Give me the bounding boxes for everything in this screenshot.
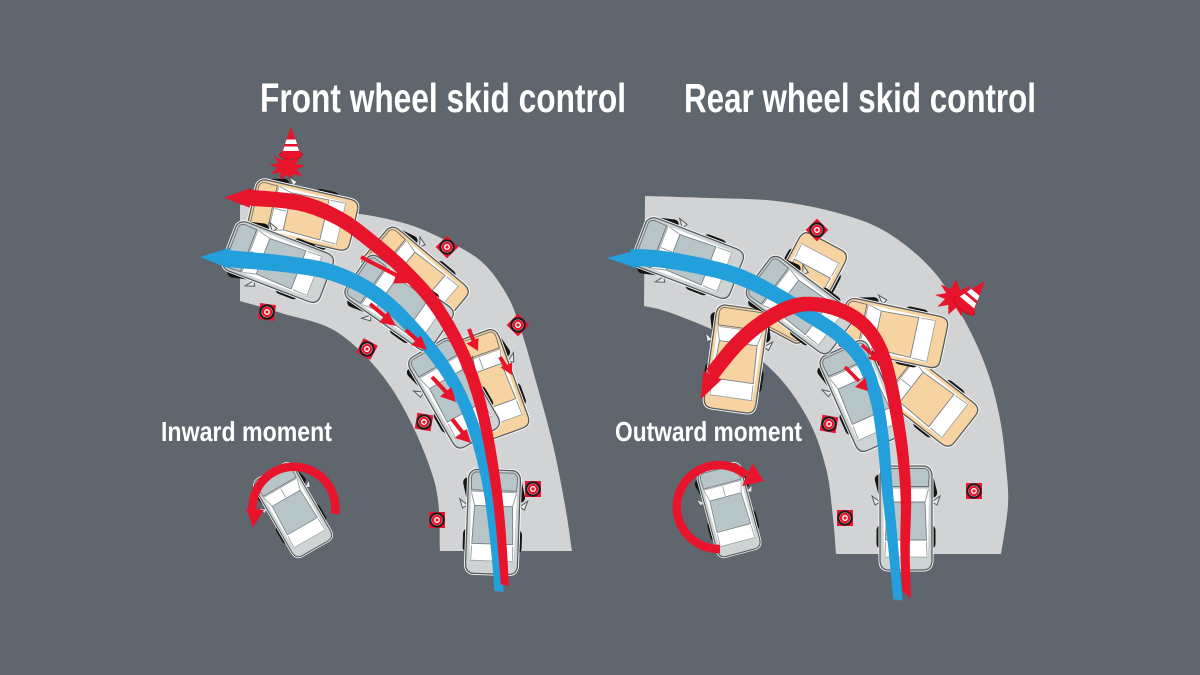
svg-text:Outward moment: Outward moment [615,416,802,447]
svg-text:Front wheel skid control: Front wheel skid control [260,75,626,121]
svg-text:Inward moment: Inward moment [161,416,332,447]
svg-text:Rear wheel skid control: Rear wheel skid control [684,75,1036,121]
